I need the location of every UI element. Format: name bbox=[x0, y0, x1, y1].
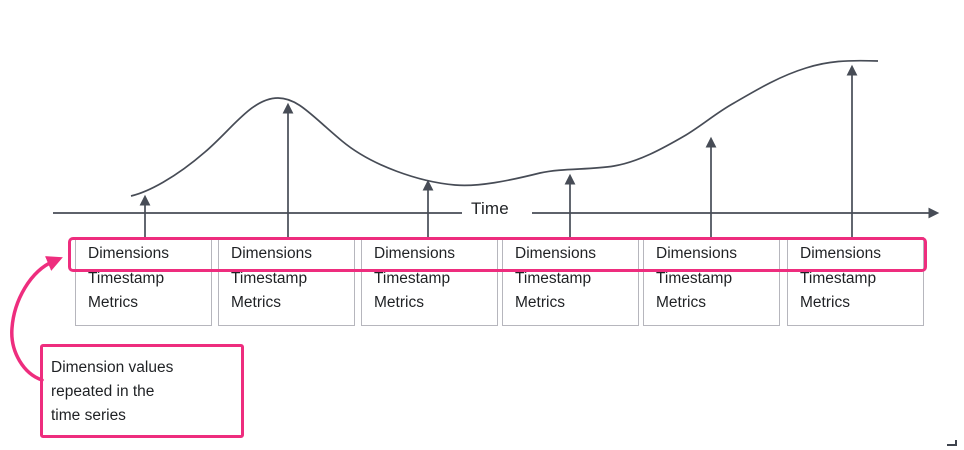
record-field-dimensions: Dimensions bbox=[374, 245, 455, 262]
record-box-1: Dimensions Timestamp Metrics bbox=[75, 237, 212, 326]
time-series-curve bbox=[130, 59, 879, 197]
record-box-2: Dimensions Timestamp Metrics bbox=[218, 237, 355, 326]
record-field-timestamp: Timestamp bbox=[800, 269, 877, 287]
annotation-callout: Dimension values repeated in the time se… bbox=[40, 344, 244, 438]
record-field-timestamp: Timestamp bbox=[515, 269, 592, 287]
record-field-metrics: Metrics bbox=[656, 294, 706, 311]
record-field-metrics: Metrics bbox=[374, 294, 424, 311]
time-axis-label: Time bbox=[471, 199, 509, 218]
record-field-dimensions: Dimensions bbox=[231, 245, 312, 262]
record-box-3: Dimensions Timestamp Metrics bbox=[361, 237, 498, 326]
cropped-artifact-dash bbox=[947, 444, 956, 446]
record-box-6: Dimensions Timestamp Metrics bbox=[787, 237, 924, 326]
record-field-timestamp: Timestamp bbox=[374, 269, 451, 287]
record-field-dimensions: Dimensions bbox=[515, 245, 596, 262]
dimensions-row-highlight bbox=[68, 237, 927, 272]
record-box-4: Dimensions Timestamp Metrics bbox=[502, 237, 639, 326]
record-field-metrics: Metrics bbox=[231, 294, 281, 311]
record-field-metrics: Metrics bbox=[800, 294, 850, 311]
record-field-dimensions: Dimensions bbox=[88, 245, 169, 262]
record-field-timestamp: Timestamp bbox=[231, 269, 308, 287]
record-field-timestamp: Timestamp bbox=[656, 269, 733, 287]
cropped-artifact-tick bbox=[955, 440, 957, 446]
record-field-timestamp: Timestamp bbox=[88, 269, 165, 287]
record-field-dimensions: Dimensions bbox=[800, 245, 881, 262]
annotation-text: Dimension values repeated in the time se… bbox=[51, 359, 174, 424]
record-field-dimensions: Dimensions bbox=[656, 245, 737, 262]
record-field-metrics: Metrics bbox=[88, 294, 138, 311]
record-field-metrics: Metrics bbox=[515, 294, 565, 311]
